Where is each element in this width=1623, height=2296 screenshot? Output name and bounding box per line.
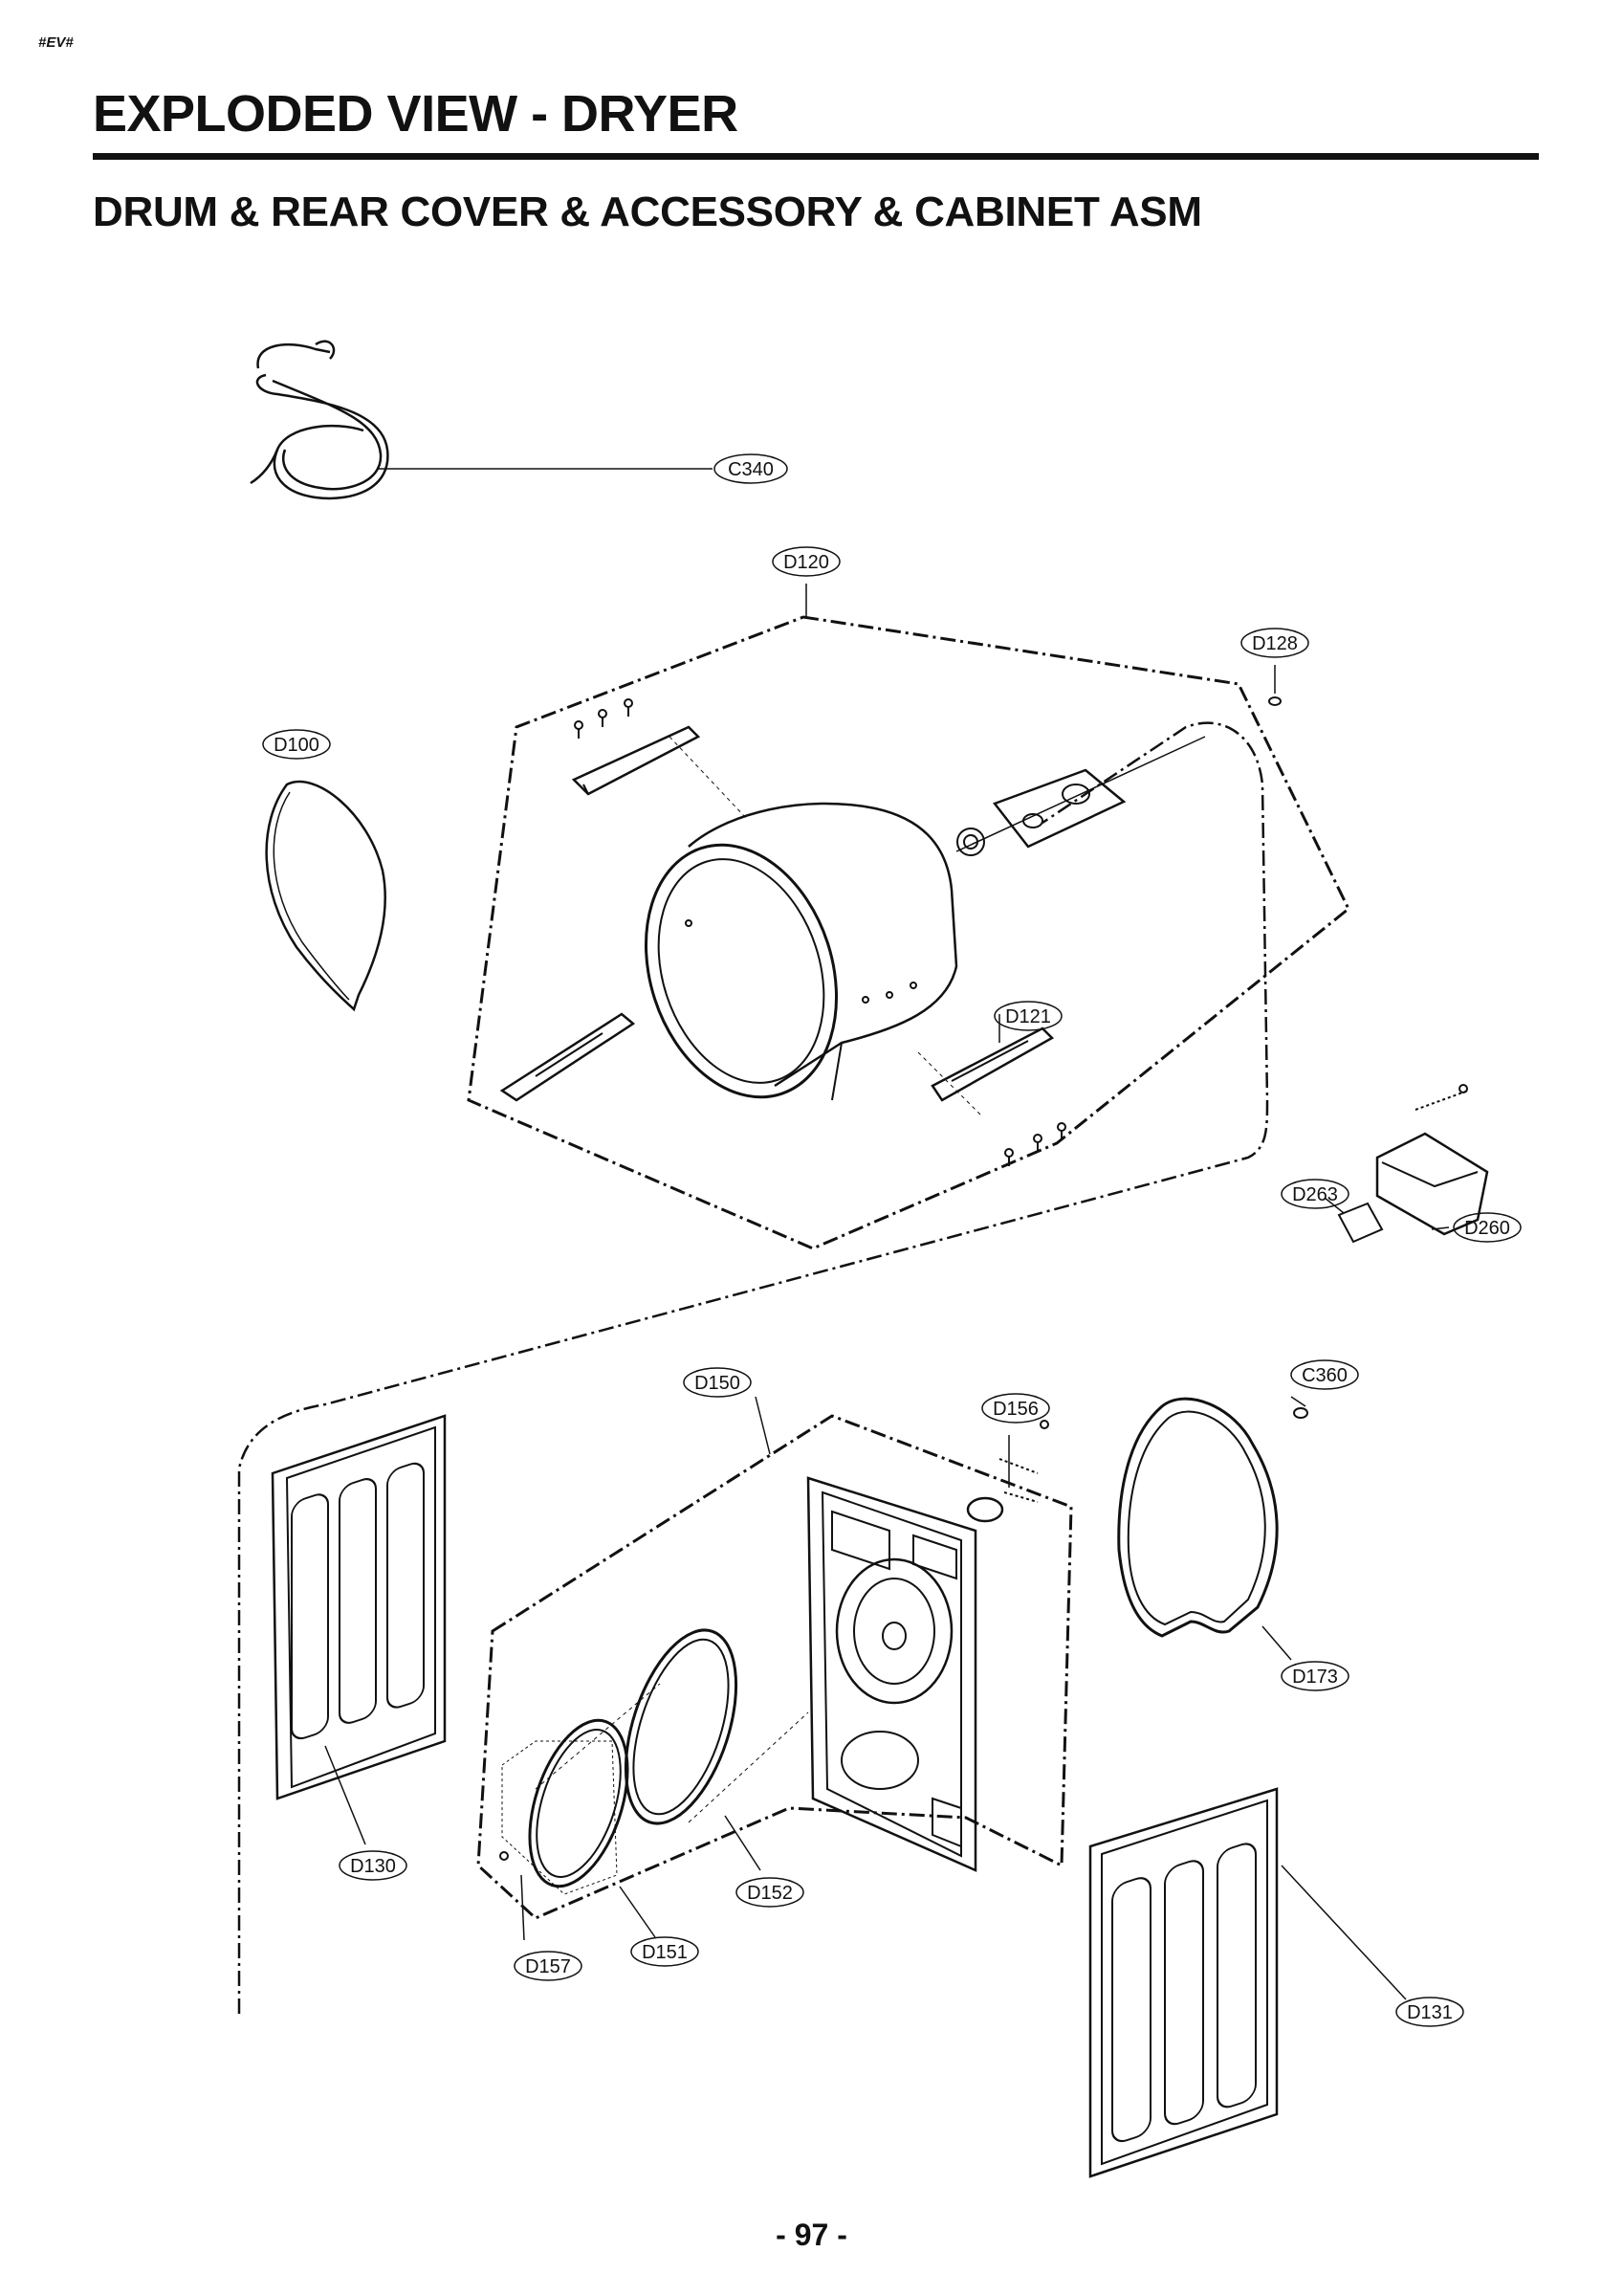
washer-d128	[1268, 696, 1282, 706]
svg-text:D130: D130	[350, 1856, 396, 1877]
callout-d100: D100	[262, 729, 331, 760]
page-title: EXPLODED VIEW - DRYER	[93, 85, 738, 143]
d150-leader	[755, 1396, 771, 1455]
side-panel-d131	[1088, 1787, 1279, 2178]
document-tag: #EV#	[38, 34, 74, 51]
lifter-top	[571, 725, 747, 819]
d152-leader	[724, 1815, 761, 1871]
svg-text:D260: D260	[1464, 1218, 1510, 1239]
callout-d128: D128	[1240, 628, 1309, 658]
seal-ring-d152	[624, 1628, 738, 1825]
callout-c360: C360	[1290, 1359, 1359, 1390]
callout-d131: D131	[1395, 1997, 1464, 2027]
drum-group-outline	[467, 615, 1350, 1250]
d157-leader	[520, 1874, 525, 1941]
svg-text:D131: D131	[1407, 2002, 1453, 2023]
page-number: - 97 -	[776, 2218, 847, 2252]
nut-c360	[1293, 1407, 1308, 1419]
svg-text:D156: D156	[993, 1399, 1039, 1420]
side-panel-d130	[271, 1414, 447, 1800]
terminal-block-d260	[1375, 1084, 1489, 1236]
svg-text:D157: D157	[525, 1956, 571, 1977]
svg-text:D150: D150	[694, 1373, 740, 1394]
callout-d130: D130	[339, 1850, 407, 1881]
callout-d157: D157	[514, 1951, 582, 1981]
callout-d151: D151	[630, 1936, 699, 1967]
svg-text:C340: C340	[728, 459, 774, 480]
lint-filter-housing-d156	[966, 1458, 1039, 1523]
svg-text:D120: D120	[783, 552, 829, 573]
screws-top	[574, 698, 633, 739]
svg-text:D100: D100	[274, 735, 319, 756]
drum-belt-inner	[273, 791, 350, 1001]
lifter-d121	[917, 1027, 1055, 1115]
title-rule	[93, 153, 1539, 160]
rear-panel-part	[806, 1476, 977, 1872]
drum-part	[644, 802, 958, 1101]
svg-text:D263: D263	[1292, 1184, 1338, 1205]
door-gasket-part	[1117, 1397, 1279, 1638]
svg-text:D121: D121	[1005, 1006, 1051, 1027]
screws-bottom	[1004, 1122, 1066, 1166]
drum-belt-part	[265, 780, 386, 1012]
svg-text:D151: D151	[642, 1942, 688, 1963]
d173-leader	[1261, 1625, 1292, 1661]
screw-d157	[499, 1851, 509, 1861]
ring-guide-line	[535, 1683, 661, 1790]
rear-cover-group-outline	[476, 1414, 1073, 1920]
callout-d121: D121	[994, 1001, 1063, 1031]
assembly-boundary	[237, 721, 1269, 2014]
d130-leader	[324, 1745, 366, 1845]
callout-c340: C340	[713, 453, 788, 484]
d151-leader	[619, 1886, 656, 1938]
page-subtitle: DRUM & REAR COVER & ACCESSORY & CABINET …	[93, 188, 1202, 235]
svg-text:D128: D128	[1252, 633, 1298, 654]
callout-d263: D263	[1281, 1179, 1349, 1209]
callout-d152: D152	[735, 1877, 804, 1908]
svg-text:C360: C360	[1302, 1365, 1348, 1386]
c360-leader	[1290, 1396, 1306, 1407]
callout-d150: D150	[683, 1367, 752, 1398]
d131-leader	[1281, 1865, 1407, 2000]
callout-d156: D156	[981, 1393, 1050, 1424]
hose-part	[250, 340, 389, 500]
callout-d173: D173	[1281, 1661, 1349, 1691]
svg-text:D173: D173	[1292, 1667, 1338, 1688]
bearing-bracket	[955, 736, 1206, 856]
seal-ring-d151	[501, 1718, 629, 1895]
lifter-left	[499, 1012, 636, 1102]
callout-d260: D260	[1453, 1212, 1522, 1243]
callout-d120: D120	[772, 546, 841, 577]
screw-d156	[1040, 1420, 1049, 1429]
ring-guide-line-2	[688, 1711, 809, 1823]
svg-text:D152: D152	[747, 1883, 793, 1904]
